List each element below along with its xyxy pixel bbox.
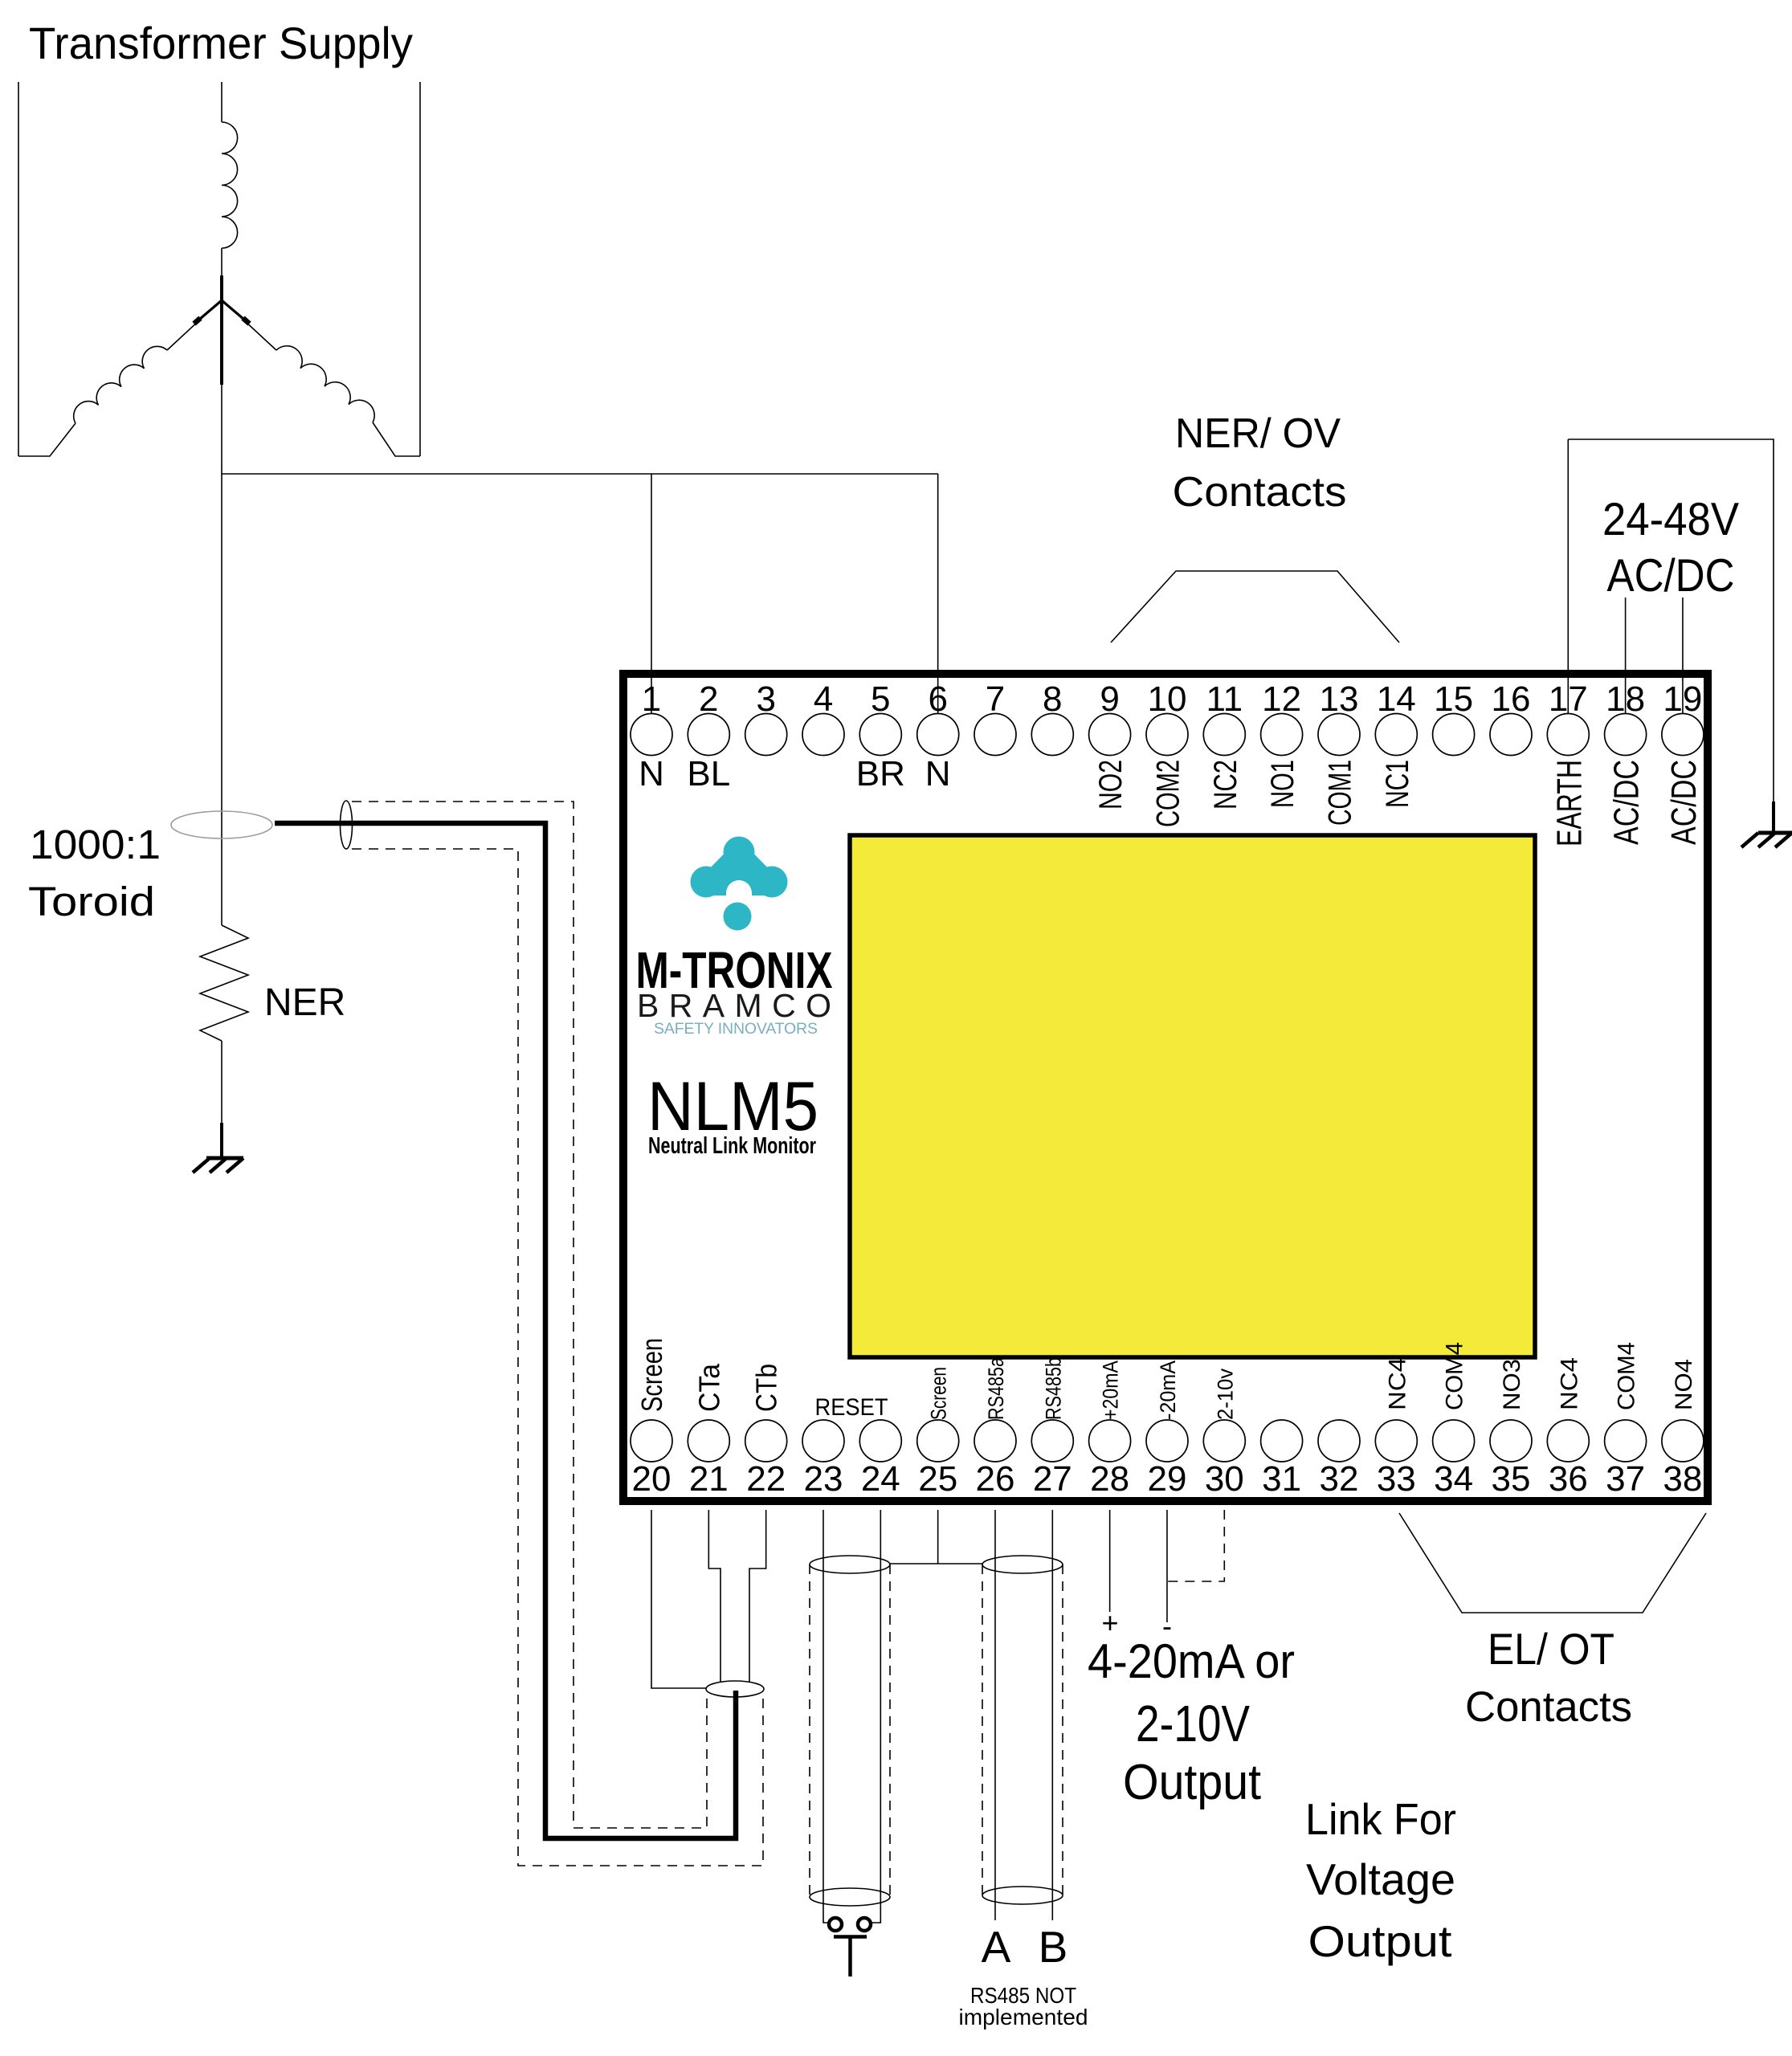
svg-text:27: 27 <box>1033 1459 1072 1499</box>
svg-text:19: 19 <box>1663 679 1702 719</box>
svg-text:18: 18 <box>1606 679 1645 719</box>
svg-text:AC/DC: AC/DC <box>1607 760 1647 845</box>
svg-text:BR: BR <box>856 754 905 793</box>
svg-text:RS485a: RS485a <box>984 1356 1008 1420</box>
svg-text:implemented: implemented <box>959 2005 1088 2029</box>
svg-text:COM1: COM1 <box>1323 760 1358 826</box>
svg-text:14: 14 <box>1377 679 1416 719</box>
svg-text:10: 10 <box>1148 679 1187 719</box>
svg-text:RS485 NOT: RS485 NOT <box>970 1983 1076 2008</box>
svg-text:34: 34 <box>1434 1459 1473 1499</box>
svg-text:CTb: CTb <box>750 1364 783 1412</box>
svg-text:-20mA: -20mA <box>1156 1360 1180 1420</box>
svg-text:33: 33 <box>1377 1459 1416 1499</box>
svg-text:16: 16 <box>1492 679 1531 719</box>
svg-text:12: 12 <box>1262 679 1301 719</box>
svg-text:Link For: Link For <box>1305 1794 1456 1844</box>
svg-text:Toroid: Toroid <box>28 879 155 924</box>
svg-text:2-10v: 2-10v <box>1213 1369 1237 1420</box>
svg-text:28: 28 <box>1090 1459 1129 1499</box>
svg-text:M-TRONIX: M-TRONIX <box>636 941 833 999</box>
svg-text:AC/DC: AC/DC <box>1607 550 1735 602</box>
svg-text:A: A <box>982 1922 1011 1972</box>
svg-text:NER: NER <box>264 981 345 1024</box>
svg-text:RESET: RESET <box>815 1394 888 1421</box>
svg-text:3: 3 <box>756 679 775 719</box>
svg-text:23: 23 <box>804 1459 843 1499</box>
svg-text:COM4: COM4 <box>1442 1342 1468 1410</box>
svg-text:B: B <box>1039 1922 1068 1972</box>
svg-text:Transformer Supply: Transformer Supply <box>29 18 413 68</box>
svg-text:Screen: Screen <box>635 1338 668 1412</box>
svg-text:NC4: NC4 <box>1556 1357 1582 1410</box>
svg-text:13: 13 <box>1320 679 1359 719</box>
svg-text:1000:1: 1000:1 <box>30 822 161 867</box>
svg-text:36: 36 <box>1549 1459 1588 1499</box>
svg-text:11: 11 <box>1206 679 1243 719</box>
svg-text:-: - <box>1162 1609 1172 1642</box>
svg-text:COM2: COM2 <box>1151 760 1186 827</box>
svg-text:COM4: COM4 <box>1614 1342 1640 1410</box>
svg-text:NO3: NO3 <box>1499 1359 1525 1410</box>
svg-text:26: 26 <box>976 1459 1015 1499</box>
svg-text:Contacts: Contacts <box>1173 469 1347 516</box>
svg-text:Output: Output <box>1123 1755 1261 1810</box>
svg-text:32: 32 <box>1320 1459 1359 1499</box>
svg-text:7: 7 <box>986 679 1005 719</box>
svg-text:29: 29 <box>1148 1459 1187 1499</box>
svg-text:22: 22 <box>746 1459 786 1499</box>
svg-text:24-48V: 24-48V <box>1602 494 1740 545</box>
svg-text:1: 1 <box>642 679 661 719</box>
svg-text:17: 17 <box>1549 679 1588 719</box>
svg-text:Output: Output <box>1308 1916 1452 1966</box>
svg-text:Voltage: Voltage <box>1306 1854 1455 1904</box>
svg-text:+: + <box>1101 1606 1118 1639</box>
svg-text:NO2: NO2 <box>1093 760 1129 810</box>
svg-text:9: 9 <box>1100 679 1119 719</box>
svg-text:25: 25 <box>918 1459 957 1499</box>
svg-text:RS485b: RS485b <box>1041 1357 1065 1420</box>
svg-text:21: 21 <box>689 1459 729 1499</box>
svg-text:5: 5 <box>871 679 890 719</box>
svg-text:N: N <box>639 754 664 793</box>
svg-text:Screen: Screen <box>927 1367 951 1420</box>
svg-text:31: 31 <box>1262 1459 1301 1499</box>
svg-text:2: 2 <box>699 679 718 719</box>
svg-text:8: 8 <box>1043 679 1062 719</box>
svg-text:NC2: NC2 <box>1208 760 1243 810</box>
svg-text:30: 30 <box>1205 1459 1244 1499</box>
svg-text:NER/ OV: NER/ OV <box>1175 410 1341 457</box>
svg-text:Contacts: Contacts <box>1465 1683 1632 1731</box>
svg-text:35: 35 <box>1492 1459 1531 1499</box>
svg-text:N: N <box>925 754 951 793</box>
svg-text:NC4: NC4 <box>1384 1357 1410 1410</box>
svg-text:38: 38 <box>1663 1459 1702 1499</box>
svg-text:BL: BL <box>687 754 730 793</box>
svg-text:EARTH: EARTH <box>1549 760 1589 846</box>
svg-text:20: 20 <box>632 1459 671 1499</box>
svg-text:+20mA: +20mA <box>1099 1360 1123 1420</box>
svg-text:37: 37 <box>1606 1459 1645 1499</box>
svg-text:15: 15 <box>1434 679 1473 719</box>
svg-text:24: 24 <box>861 1459 900 1499</box>
svg-text:Neutral Link Monitor: Neutral Link Monitor <box>648 1133 816 1159</box>
svg-text:EL/ OT: EL/ OT <box>1488 1624 1614 1674</box>
svg-text:NO1: NO1 <box>1265 760 1300 808</box>
svg-text:AC/DC: AC/DC <box>1664 760 1704 845</box>
svg-text:4-20mA or: 4-20mA or <box>1088 1634 1295 1688</box>
svg-text:6: 6 <box>928 679 947 719</box>
svg-text:CTa: CTa <box>692 1363 725 1412</box>
svg-text:4: 4 <box>814 679 833 719</box>
svg-text:NLM5: NLM5 <box>647 1068 818 1145</box>
svg-text:NC1: NC1 <box>1380 760 1415 808</box>
svg-text:NO4: NO4 <box>1671 1359 1697 1410</box>
svg-text:SAFETY INNOVATORS: SAFETY INNOVATORS <box>654 1020 818 1038</box>
svg-text:2-10V: 2-10V <box>1136 1695 1250 1752</box>
